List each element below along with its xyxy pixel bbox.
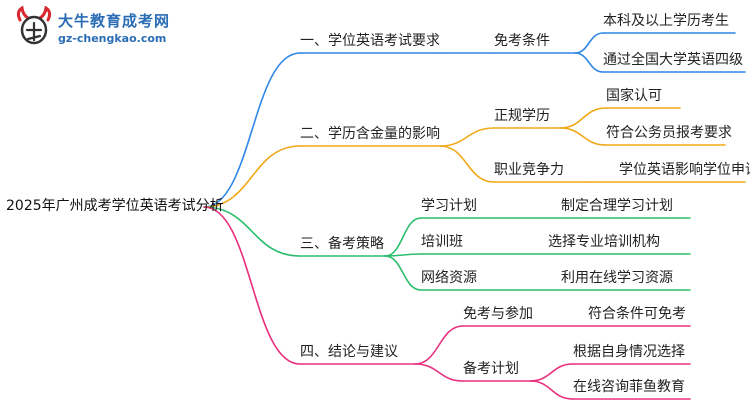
leaf-1-1-2: 通过全国大学英语四级 <box>603 52 743 68</box>
node-4-1-label: 免考与参加 <box>463 306 533 322</box>
link-root-branch-3 <box>203 206 301 257</box>
link-node-2-1-leaf-1 <box>559 107 607 129</box>
leaf-3-3-1: 利用在线学习资源 <box>561 270 673 286</box>
logo-name: 大牛教育成考网 <box>58 12 171 30</box>
link-branch-4-node-1 <box>414 325 464 365</box>
branch-4-label: 四、结论与建议 <box>300 344 398 360</box>
branch-2-label: 二、学历含金量的影响 <box>300 126 440 142</box>
node-2-2-label: 职业竞争力 <box>494 162 564 178</box>
link-node-4-2-leaf-2 <box>529 380 574 400</box>
leaf-3-2-1: 选择专业培训机构 <box>548 234 660 250</box>
link-root-branch-2 <box>203 145 301 208</box>
logo-url: gz-chengkao.com <box>58 32 167 45</box>
link-node-2-1-leaf-2 <box>559 127 607 146</box>
branch-1-label: 一、学位英语考试要求 <box>300 33 440 49</box>
leaf-3-1-1: 制定合理学习计划 <box>561 198 673 214</box>
node-2-1-label: 正规学历 <box>494 108 550 124</box>
leaf-2-2-1: 学位英语影响学位申请 <box>619 162 750 178</box>
node-3-3-label: 网络资源 <box>421 270 477 286</box>
link-node-1-1-leaf-1 <box>574 32 604 54</box>
link-node-1-1-leaf-2 <box>574 52 604 73</box>
root-topic: 2025年广州成考学位英语考试分析 <box>6 198 224 214</box>
leaf-1-1-1: 本科及以上学历考生 <box>603 13 729 29</box>
branch-3-label: 三、备考策略 <box>300 236 384 252</box>
leaf-2-1-2: 符合公务员报考要求 <box>606 125 732 141</box>
link-branch-2-node-1 <box>439 127 495 147</box>
node-3-2-label: 培训班 <box>421 234 463 250</box>
link-branch-2-node-2 <box>439 145 495 183</box>
bull-logo-icon <box>16 6 52 45</box>
link-branch-3-node-3 <box>384 255 422 291</box>
node-3-1-label: 学习计划 <box>421 198 477 214</box>
link-branch-4-node-2 <box>414 363 464 382</box>
link-node-4-2-leaf-1 <box>529 363 574 382</box>
leaf-4-2-2: 在线咨询菲鱼教育 <box>573 379 685 395</box>
leaf-2-1-1: 国家认可 <box>606 88 662 104</box>
leaf-4-1-1: 符合条件可免考 <box>588 306 686 322</box>
link-root-branch-4 <box>203 206 301 365</box>
link-root-branch-1 <box>203 52 301 208</box>
link-branch-3-node-1 <box>384 217 422 257</box>
node-4-2-label: 备考计划 <box>463 361 519 377</box>
node-1-1-label: 免考条件 <box>494 33 550 49</box>
site-logo: 大牛教育成考网 gz-chengkao.com <box>14 6 214 52</box>
leaf-4-2-1: 根据自身情况选择 <box>573 344 685 360</box>
